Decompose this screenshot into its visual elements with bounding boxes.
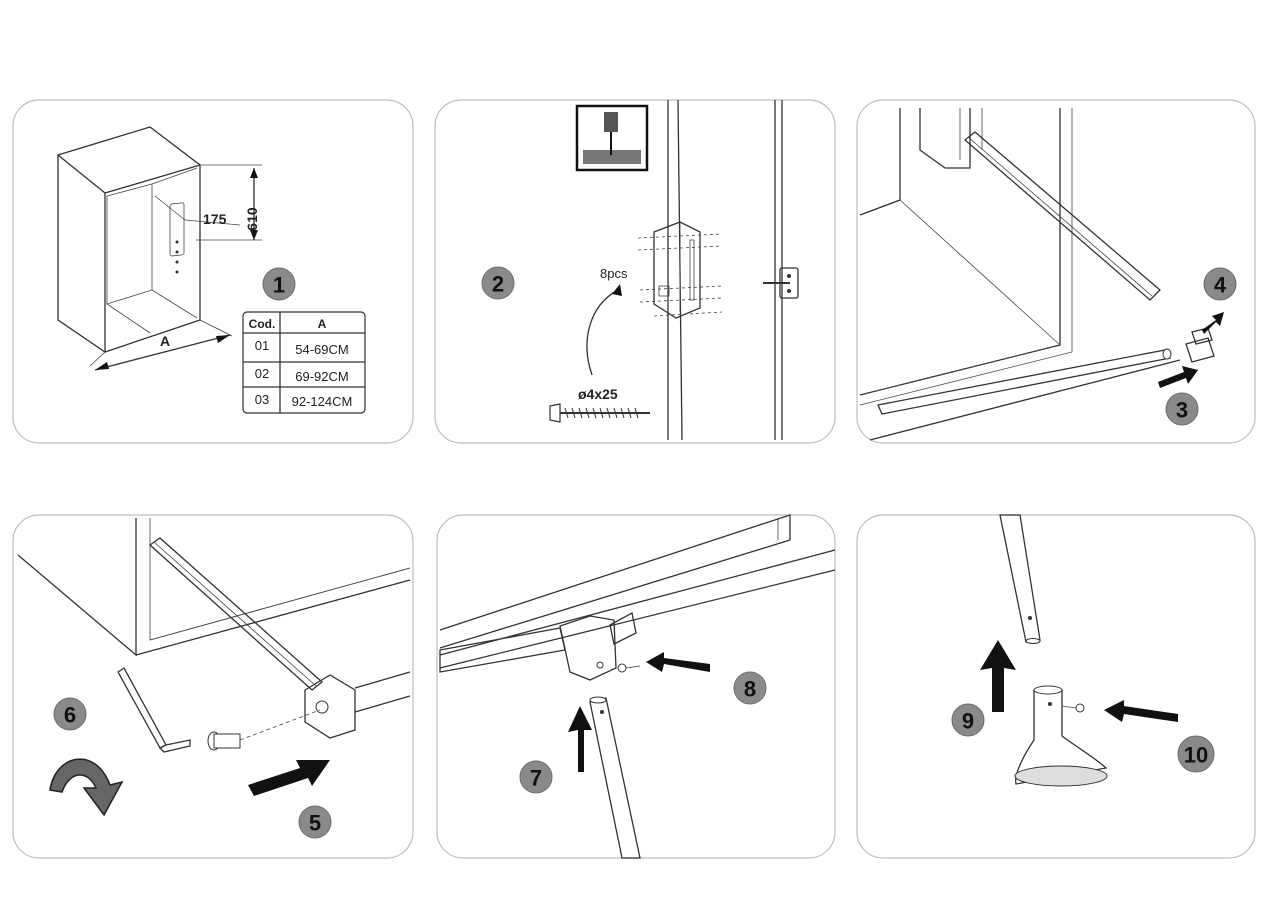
step-badge-5: 5	[298, 805, 332, 839]
panel-step-5-6: 6 5	[12, 514, 414, 859]
bolt-icon	[207, 709, 321, 751]
table-row-2-range: 69-92CM	[295, 369, 348, 384]
svg-text:1: 1	[273, 273, 285, 298]
dim-width-label: A	[160, 333, 170, 349]
panel-frame-3	[856, 99, 1256, 444]
svg-text:10: 10	[1184, 743, 1208, 768]
panel-step-2: 8pcs ø4x25 2	[434, 99, 836, 444]
pivot-rod	[148, 537, 324, 691]
push-arrow	[248, 760, 330, 796]
allen-key-icon	[117, 667, 191, 753]
panel-step-3-4: 4 3	[856, 99, 1256, 444]
step-badge-9: 9	[951, 703, 985, 737]
up-arrow-7	[568, 706, 592, 772]
dim-height-label: 610	[244, 207, 260, 231]
insert-arrow	[1158, 366, 1198, 388]
svg-text:3: 3	[1176, 398, 1188, 423]
table-row-1-code: 01	[255, 338, 269, 353]
table-header-a: A	[318, 317, 327, 331]
svg-text:9: 9	[962, 709, 974, 734]
panel-step-9-10: 9 10	[856, 514, 1256, 859]
svg-text:8: 8	[744, 677, 756, 702]
step-badge-4: 4	[1203, 267, 1237, 301]
post-tube	[999, 514, 1041, 644]
rotate-arrow-icon	[49, 758, 124, 817]
size-table: Cod. A 01 54-69CM 02 69-92CM 03 92-124CM	[242, 311, 366, 414]
panel-frame-2	[434, 99, 836, 444]
pivot-arm	[963, 131, 1161, 301]
support-post	[589, 696, 641, 859]
drill-inset	[575, 104, 649, 172]
svg-text:5: 5	[309, 811, 321, 836]
table-header-code: Cod.	[249, 317, 276, 331]
screw-guides	[637, 233, 723, 317]
step-badge-8: 8	[733, 671, 767, 705]
up-arrow-9	[980, 640, 1016, 712]
svg-text:7: 7	[530, 766, 542, 791]
base-foot-icon	[1014, 685, 1108, 787]
table-row-3-code: 03	[255, 392, 269, 407]
table-row-2-code: 02	[255, 366, 269, 381]
panel-step-1: 610 175 A 1 Cod. A 01 54-69CM 02 69-92CM…	[12, 99, 414, 444]
step-badge-2: 2	[481, 266, 515, 300]
curved-pointer	[586, 289, 619, 376]
left-arrow-8	[646, 652, 710, 672]
step-badge-1: 1	[262, 267, 296, 301]
hinge-fitting	[763, 267, 799, 299]
rail-joint	[304, 671, 411, 739]
svg-text:2: 2	[492, 272, 504, 297]
end-cap	[1185, 327, 1215, 363]
bracket-plate	[169, 202, 185, 257]
step-badge-10: 10	[1177, 735, 1215, 773]
screw-icon	[549, 403, 650, 423]
up-arrow	[1202, 312, 1224, 334]
cabinet-drawing	[57, 126, 262, 371]
mounting-bracket	[653, 221, 701, 319]
svg-text:4: 4	[1214, 273, 1227, 298]
step-badge-7: 7	[519, 760, 553, 794]
step-badge-6: 6	[53, 697, 87, 731]
screw-count-label: 8pcs	[600, 266, 628, 281]
left-arrow-10	[1104, 700, 1178, 722]
step-badge-3: 3	[1165, 392, 1199, 426]
panel-frame-4	[12, 514, 414, 859]
table-row-3-range: 92-124CM	[292, 394, 353, 409]
hanging-rail-center	[439, 612, 637, 681]
set-screw-icon	[617, 663, 641, 673]
hanging-rail	[877, 348, 1172, 415]
panel-step-7-8: 8 7	[436, 514, 836, 859]
dim-offset-label: 175	[203, 211, 227, 227]
svg-text:6: 6	[64, 703, 76, 728]
screw-size-label: ø4x25	[578, 386, 618, 402]
table-row-1-range: 54-69CM	[295, 342, 348, 357]
set-screw-icon-2	[1061, 703, 1085, 713]
